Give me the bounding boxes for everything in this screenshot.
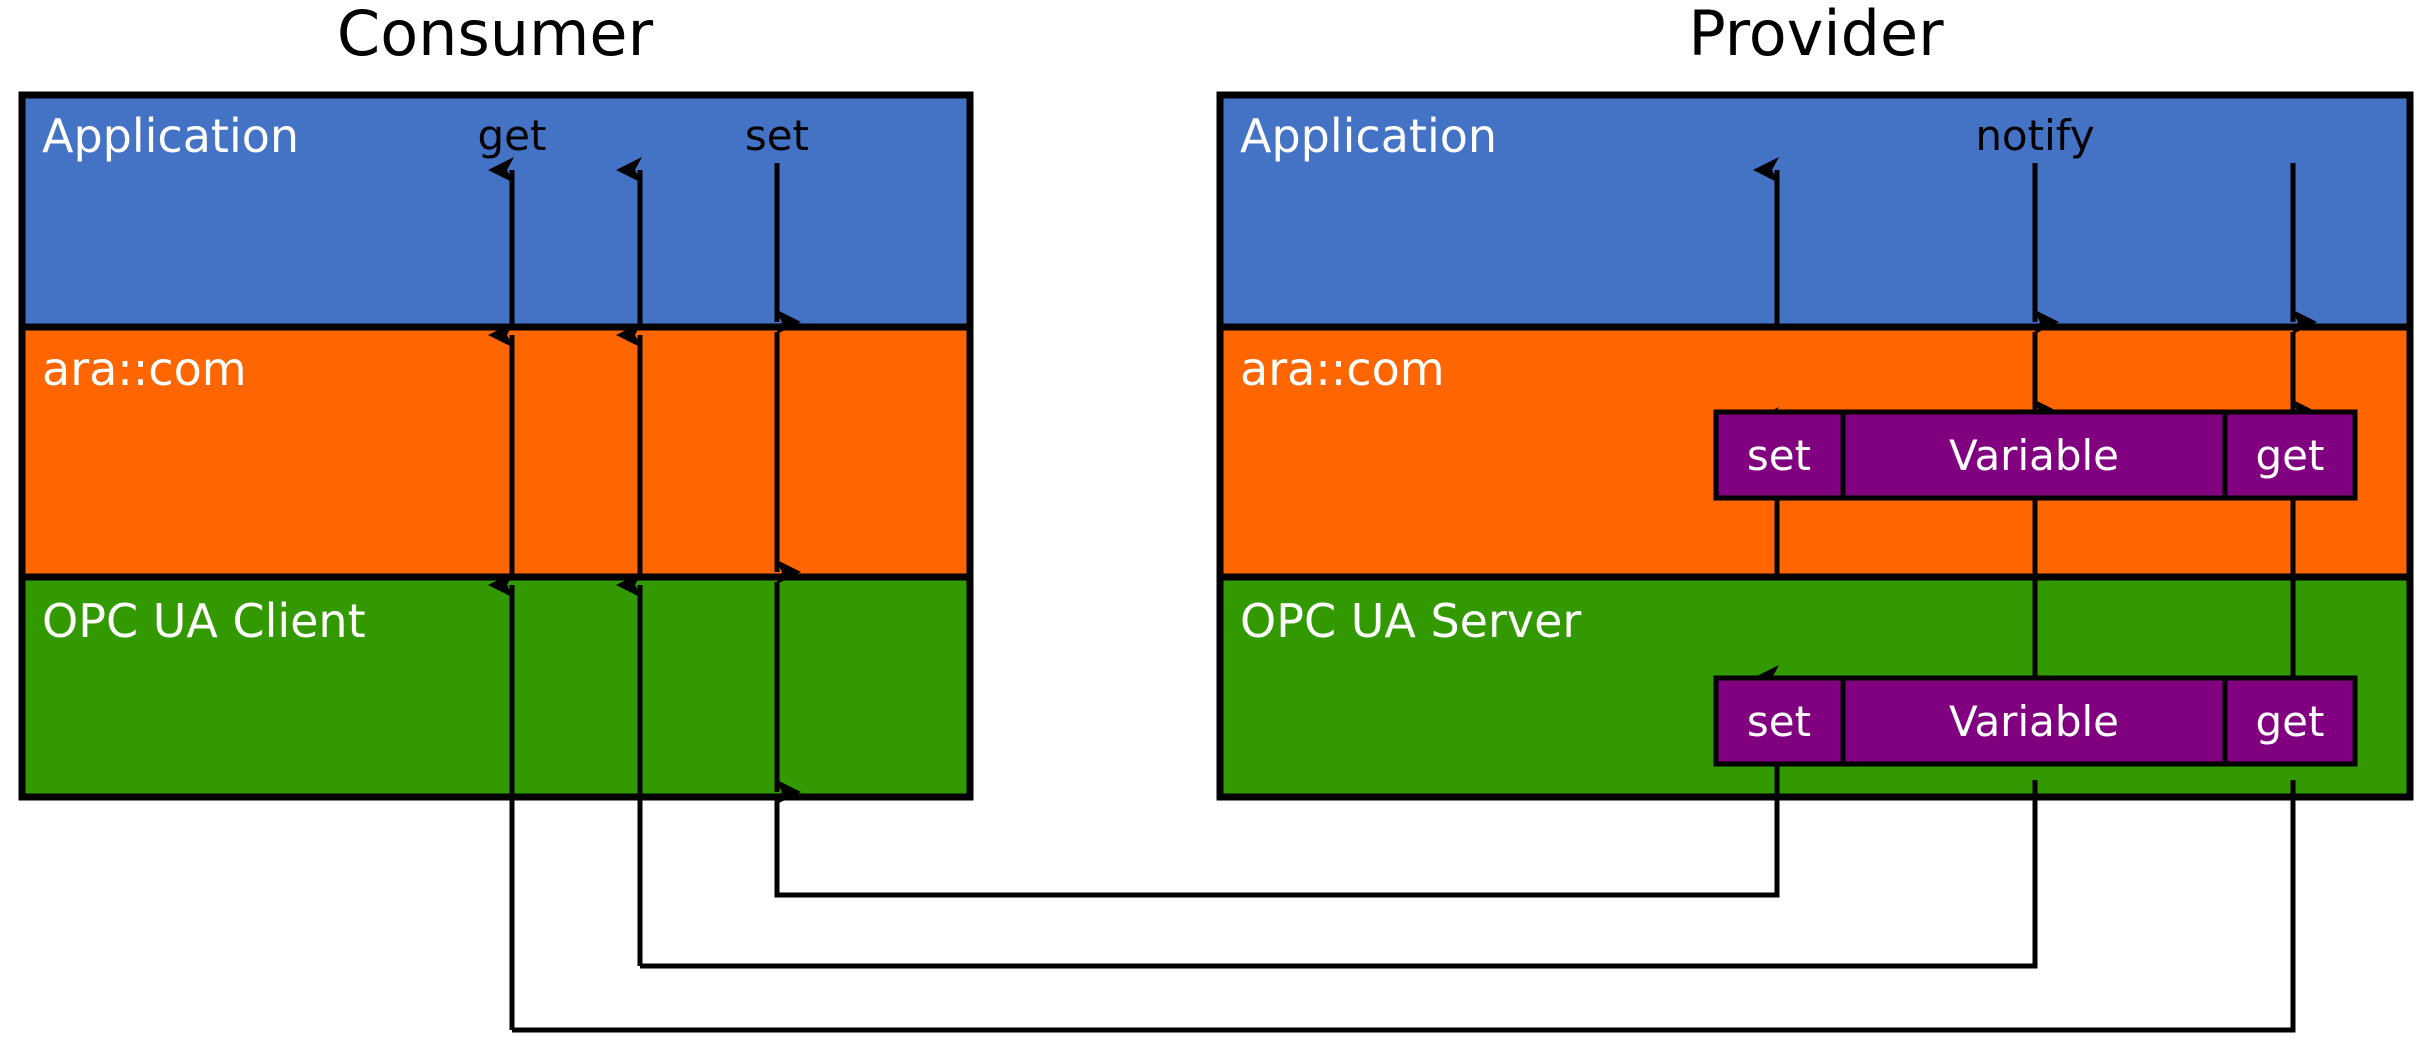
aracom-set-cell-label: set — [1747, 431, 1811, 480]
opcua-set-cell-label: set — [1747, 697, 1811, 746]
opcua-variable-cell-label: Variable — [1949, 697, 2119, 746]
opcua-get-cell-label: get — [2256, 697, 2325, 746]
provider-opcua-server-label: OPC UA Server — [1240, 594, 1581, 648]
notify-routing-path — [640, 780, 2038, 969]
consumer-set-label: set — [745, 111, 809, 160]
consumer-title: Consumer — [337, 0, 654, 70]
provider-flow-get — [512, 163, 2317, 1033]
provider-notify-label: notify — [1975, 111, 2094, 160]
consumer-application-label: Application — [42, 109, 299, 163]
aracom-get-cell-label: get — [2256, 431, 2325, 480]
consumer-flow-set — [774, 163, 1780, 898]
provider-aracom-variable-block: set Variable get — [1713, 409, 2358, 501]
consumer-ara-com-layer — [18, 323, 974, 581]
get-routing-path — [512, 780, 2296, 1033]
aracom-set-cell[interactable] — [1713, 409, 1846, 501]
consumer-stack: Application ara::com OPC UA Client — [18, 91, 974, 801]
set-routing-path — [774, 797, 1780, 898]
provider-title: Provider — [1688, 0, 1944, 70]
consumer-application-layer — [18, 91, 974, 331]
opcua-get-cell[interactable] — [2222, 675, 2358, 767]
consumer-ara-com-label: ara::com — [42, 342, 247, 396]
consumer-get-label: get — [478, 111, 547, 160]
consumer-opcua-client-label: OPC UA Client — [42, 594, 366, 648]
aracom-get-cell[interactable] — [2222, 409, 2358, 501]
provider-application-layer — [1216, 91, 2414, 331]
aracom-variable-cell-label: Variable — [1949, 431, 2119, 480]
provider-application-label: Application — [1240, 109, 1497, 163]
provider-ara-com-label: ara::com — [1240, 342, 1445, 396]
provider-opcua-variable-block: set Variable get — [1713, 675, 2358, 767]
provider-flow-notify — [640, 163, 2059, 969]
